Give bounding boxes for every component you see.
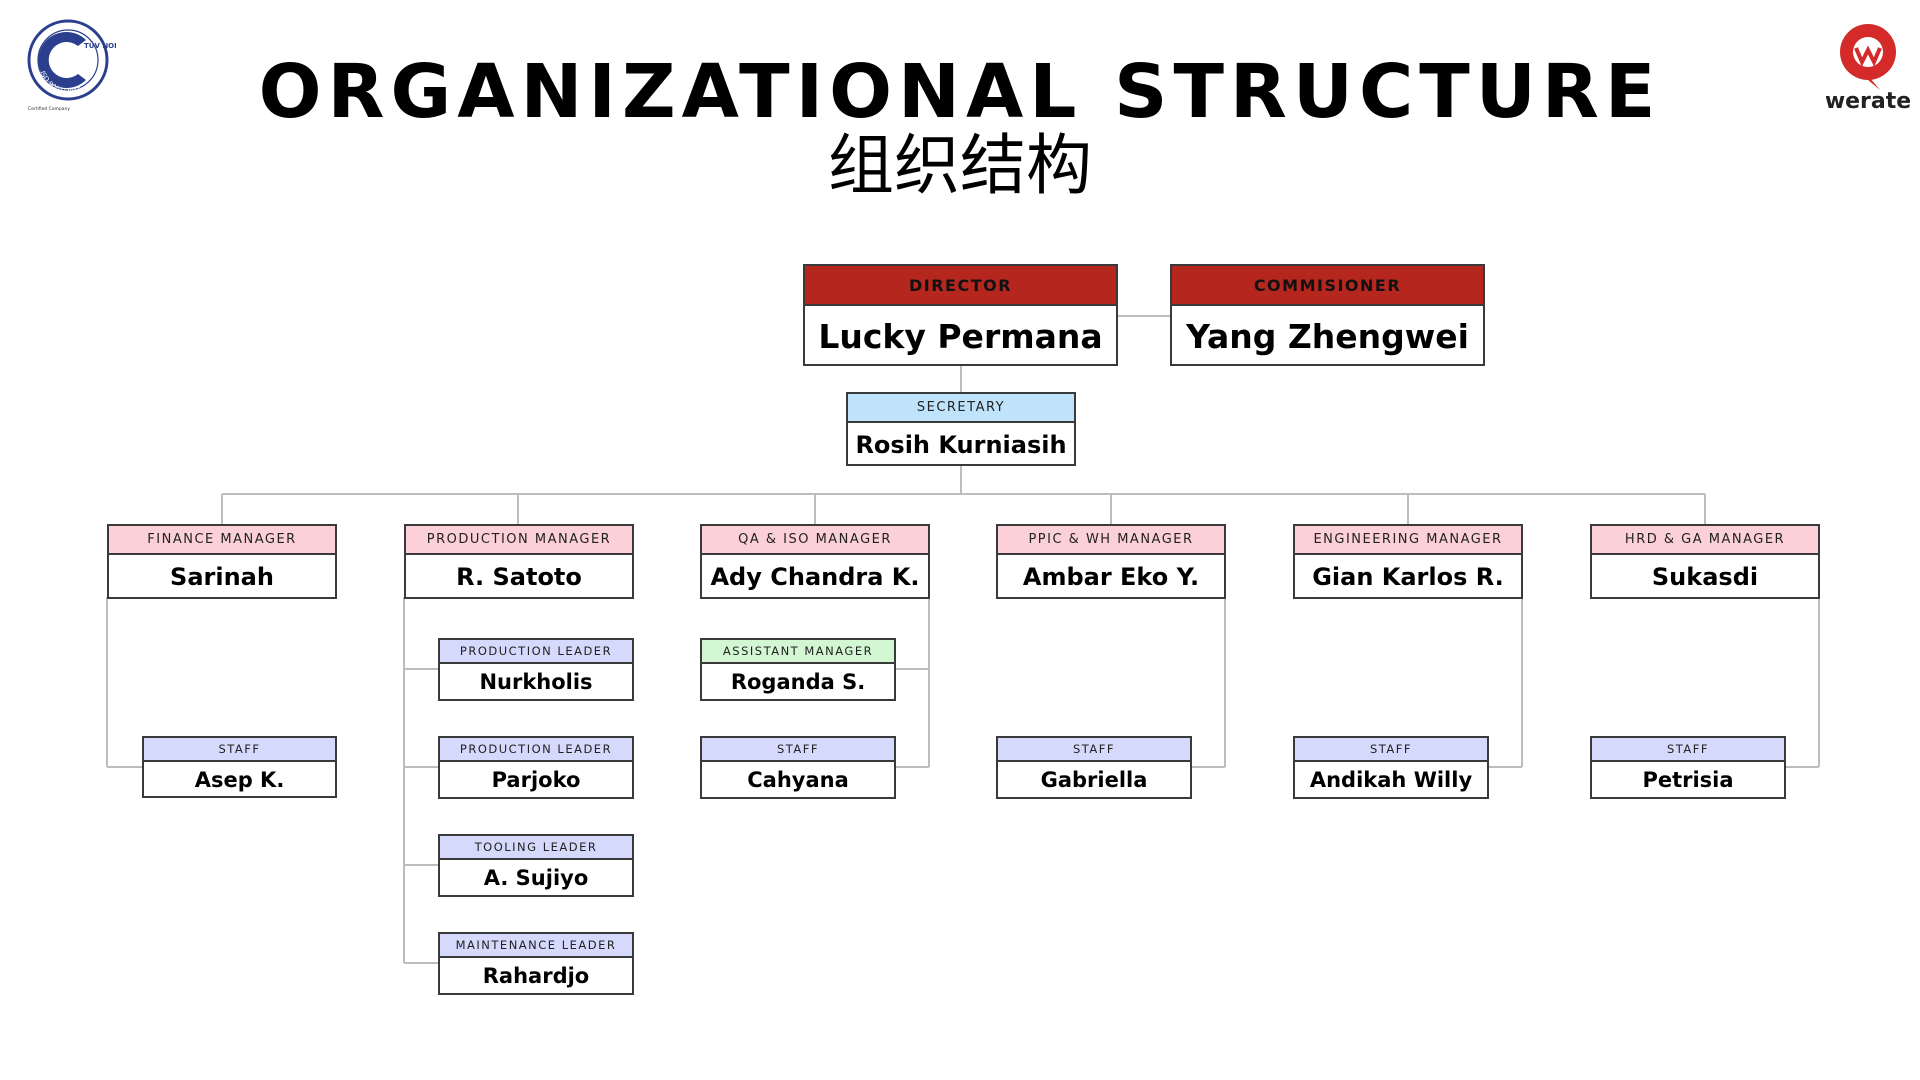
tuv-nord-iso-badge-icon: TÜV NORD ISO 9001:2015 Certified Company [26,18,126,118]
qa-staff-card: STAFF Cahyana [700,736,896,799]
qa-iso-manager-card: QA & ISO MANAGER Ady Chandra K. [700,524,930,599]
tooling-leader-card: TOOLING LEADER A. Sujiyo [438,834,634,897]
staff-role: STAFF [1295,738,1487,762]
commissioner-role: COMMISIONER [1172,266,1483,306]
maintenance-leader-card: MAINTENANCE LEADER Rahardjo [438,932,634,995]
assistant-manager-card: ASSISTANT MANAGER Roganda S. [700,638,896,701]
manager-name: Sarinah [170,563,274,591]
assistant-name: Roganda S. [730,670,866,694]
hrd-staff-card: STAFF Petrisia [1590,736,1786,799]
commissioner-card: COMMISIONER Yang Zhengwei [1170,264,1485,366]
svg-text:Certified Company: Certified Company [28,106,70,112]
ppic-wh-manager-card: PPIC & WH MANAGER Ambar Eko Y. [996,524,1226,599]
staff-role: STAFF [144,738,335,762]
manager-name: Gian Karlos R. [1312,563,1504,591]
leader-role: TOOLING LEADER [440,836,632,860]
manager-role: PPIC & WH MANAGER [998,526,1224,555]
leader-name: A. Sujiyo [483,866,589,890]
staff-name: Asep K. [194,768,285,792]
engineering-manager-card: ENGINEERING MANAGER Gian Karlos R. [1293,524,1523,599]
director-card: DIRECTOR Lucky Permana [803,264,1118,366]
manager-role: QA & ISO MANAGER [702,526,928,555]
manager-name: Ambar Eko Y. [1022,563,1200,591]
werate-logo-icon: werate [1825,18,1911,114]
assistant-role: ASSISTANT MANAGER [702,640,894,664]
staff-role: STAFF [1592,738,1784,762]
staff-name: Gabriella [1040,768,1148,792]
staff-role: STAFF [702,738,894,762]
secretary-name: Rosih Kurniasih [855,430,1067,459]
hrd-ga-manager-card: HRD & GA MANAGER Sukasdi [1590,524,1820,599]
ppic-staff-card: STAFF Gabriella [996,736,1192,799]
production-leader-card: PRODUCTION LEADER Parjoko [438,736,634,799]
svg-text:TÜV NORD: TÜV NORD [84,41,116,50]
page-title: ORGANIZATIONAL STRUCTURE [258,49,1662,135]
manager-name: Ady Chandra K. [710,563,920,591]
leader-role: PRODUCTION LEADER [440,640,632,664]
finance-manager-card: FINANCE MANAGER Sarinah [107,524,337,599]
leader-name: Rahardjo [482,964,590,988]
leader-role: MAINTENANCE LEADER [440,934,632,958]
manager-name: Sukasdi [1651,563,1759,591]
staff-name: Cahyana [747,768,849,792]
production-leader-card: PRODUCTION LEADER Nurkholis [438,638,634,701]
manager-role: FINANCE MANAGER [109,526,335,555]
staff-name: Andikah Willy [1309,768,1473,792]
page-subtitle: 组织结构 [828,127,1092,204]
manager-role: PRODUCTION MANAGER [406,526,632,555]
leader-name: Parjoko [491,768,581,792]
production-manager-card: PRODUCTION MANAGER R. Satoto [404,524,634,599]
manager-role: HRD & GA MANAGER [1592,526,1818,555]
secretary-card: SECRETARY Rosih Kurniasih [846,392,1076,466]
leader-role: PRODUCTION LEADER [440,738,632,762]
manager-name: R. Satoto [456,563,582,591]
secretary-role: SECRETARY [848,394,1074,423]
director-role: DIRECTOR [805,266,1116,306]
staff-name: Petrisia [1642,768,1734,792]
finance-staff-card: STAFF Asep K. [142,736,337,798]
svg-text:werate: werate [1826,89,1910,112]
leader-name: Nurkholis [479,670,593,694]
manager-role: ENGINEERING MANAGER [1295,526,1521,555]
director-name: Lucky Permana [818,316,1103,356]
engineering-staff-card: STAFF Andikah Willy [1293,736,1489,799]
commissioner-name: Yang Zhengwei [1186,316,1469,356]
staff-role: STAFF [998,738,1190,762]
